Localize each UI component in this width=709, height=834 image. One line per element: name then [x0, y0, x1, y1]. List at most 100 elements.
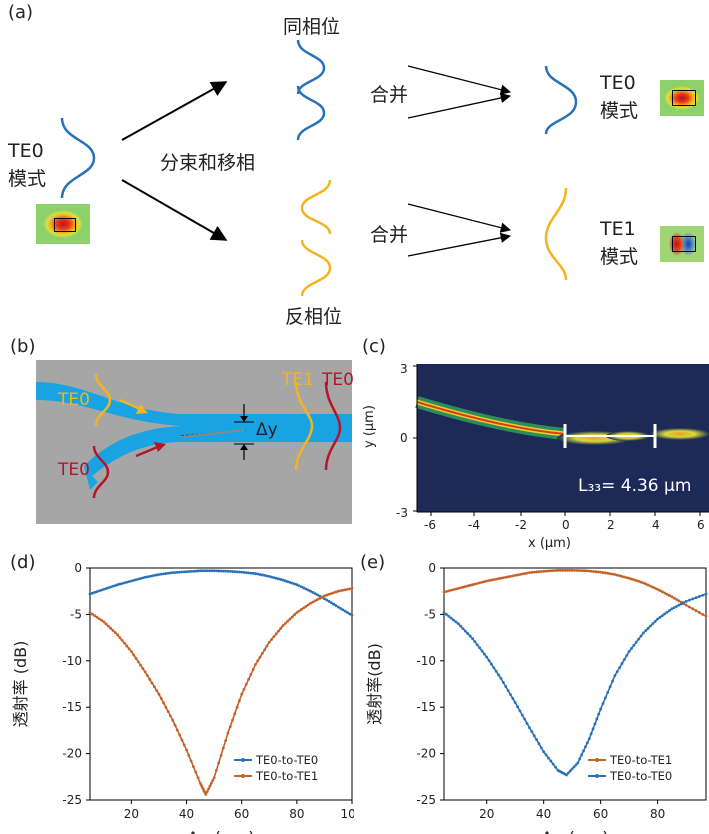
data-point	[332, 591, 336, 595]
data-point	[258, 573, 262, 576]
data-point	[166, 571, 170, 575]
data-point	[306, 588, 310, 592]
data-point	[668, 609, 671, 612]
data-point	[143, 575, 147, 579]
data-point	[573, 568, 576, 572]
data-point	[613, 573, 617, 576]
data-point	[100, 588, 103, 592]
data-point	[637, 579, 641, 583]
data-point	[348, 587, 352, 591]
data-point	[221, 746, 225, 750]
data-point	[558, 568, 562, 572]
data-point	[539, 746, 543, 750]
data-point	[649, 624, 652, 628]
data-point	[691, 597, 695, 601]
data-point	[442, 590, 446, 594]
split-arrow-down	[121, 179, 228, 241]
data-point	[492, 578, 496, 581]
data-point	[88, 592, 92, 596]
data-point	[501, 576, 505, 580]
data-point	[509, 693, 512, 696]
data-point	[615, 573, 619, 577]
data-point	[466, 632, 470, 635]
data-point	[217, 761, 221, 765]
data-point	[520, 572, 524, 576]
data-point	[157, 692, 161, 696]
data-point	[120, 638, 124, 642]
data-point	[304, 587, 308, 591]
data-point	[226, 731, 230, 735]
data-point	[535, 738, 538, 742]
merge-arrow-top-1	[407, 65, 512, 95]
legend-label: TE0-to-TE0	[609, 769, 672, 783]
data-point	[554, 765, 557, 769]
data-point	[95, 590, 99, 594]
data-point	[256, 572, 260, 576]
data-point	[346, 611, 349, 614]
data-point	[592, 570, 595, 573]
out-bottom-label-2: 模式	[600, 246, 639, 268]
data-point	[263, 648, 267, 652]
data-point	[343, 588, 347, 592]
data-point	[511, 574, 515, 578]
data-point	[132, 653, 136, 657]
data-point	[547, 569, 550, 573]
data-point	[563, 568, 567, 572]
data-point	[281, 624, 285, 627]
data-point	[670, 607, 674, 611]
anti-phase-label: 反相位	[285, 306, 343, 328]
data-point	[139, 663, 142, 667]
chart-e: 0-5-10-15-20-2520406080Δy (nm)透射率(dB)TE0…	[365, 561, 708, 834]
data-point	[608, 685, 612, 689]
data-point	[242, 687, 246, 691]
data-point	[148, 677, 152, 681]
data-point	[274, 632, 278, 636]
x-tick-label: 60	[234, 807, 249, 821]
data-point	[497, 673, 500, 677]
x-tick-label: 20	[479, 807, 494, 821]
data-point	[240, 570, 244, 574]
data-point	[209, 781, 213, 785]
data-point	[582, 569, 586, 573]
c-xtick: 6	[697, 518, 705, 532]
data-point	[549, 759, 553, 763]
data-point	[166, 710, 170, 713]
data-point	[478, 581, 481, 585]
data-point	[106, 624, 110, 628]
data-point	[625, 576, 629, 579]
data-point	[348, 612, 352, 616]
data-point	[613, 674, 617, 678]
data-point	[518, 709, 522, 713]
data-point	[169, 571, 172, 575]
data-point	[288, 617, 292, 621]
data-point	[132, 578, 136, 582]
data-point	[516, 573, 519, 577]
data-point	[525, 571, 529, 575]
data-point	[485, 579, 489, 583]
data-point	[528, 571, 531, 575]
data-point	[233, 712, 237, 716]
input-mode-label-2: 模式	[8, 168, 47, 190]
output-te1-pulse	[544, 187, 568, 281]
data-point	[473, 640, 477, 644]
y-tick-label: -5	[424, 607, 436, 621]
data-point	[584, 569, 588, 573]
output-te0-mode-field	[660, 80, 704, 116]
data-point	[456, 587, 460, 590]
data-point	[249, 571, 253, 575]
y-axis-label: 透射率(dB)	[365, 643, 384, 725]
data-point	[208, 784, 212, 788]
data-point	[113, 584, 117, 587]
data-point	[682, 601, 686, 605]
y-tick-label: -20	[62, 747, 82, 761]
data-point	[260, 651, 264, 655]
data-point	[466, 584, 470, 588]
x-tick-label: 100	[341, 807, 354, 821]
data-point	[215, 569, 218, 573]
data-point	[150, 681, 154, 685]
x-tick-label: 80	[650, 807, 665, 821]
data-point	[235, 705, 239, 709]
data-point	[577, 569, 581, 572]
data-point	[316, 593, 319, 597]
c-ytick-top: 3	[400, 362, 408, 376]
